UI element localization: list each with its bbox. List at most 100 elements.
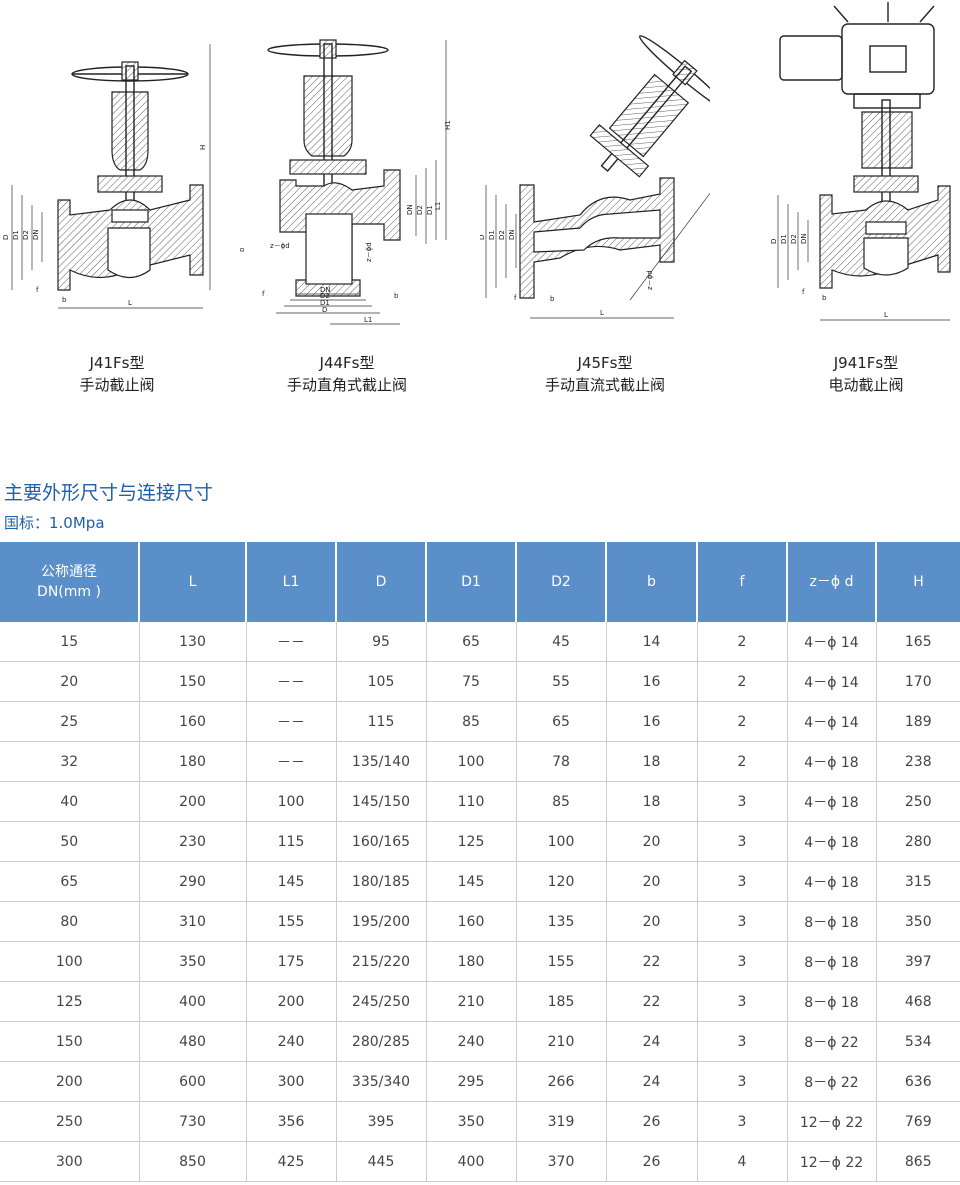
table-cell: 75 <box>426 661 517 702</box>
table-cell: －－ <box>246 701 337 742</box>
table-cell: 65 <box>516 701 607 742</box>
table-cell: 18 <box>606 781 698 822</box>
table-cell: 24 <box>606 1021 698 1062</box>
table-cell: 480 <box>139 1021 247 1062</box>
table-cell: 110 <box>426 781 517 822</box>
svg-text:DN: DN <box>406 204 414 215</box>
svg-text:b: b <box>394 292 399 300</box>
table-cell: 4－ϕ 18 <box>787 741 877 782</box>
table-cell: 2 <box>697 661 788 702</box>
table-cell: 3 <box>697 901 788 942</box>
table-cell: 180/185 <box>336 861 427 902</box>
table-cell: 8－ϕ 22 <box>787 1021 877 1062</box>
table-cell: 395 <box>336 1101 427 1142</box>
table-cell: 125 <box>426 821 517 862</box>
table-cell: 245/250 <box>336 981 427 1022</box>
table-cell: 12－ϕ 22 <box>787 1141 877 1182</box>
svg-text:H: H <box>199 145 207 150</box>
table-cell: 100 <box>0 941 140 982</box>
svg-text:D: D <box>480 235 486 240</box>
valve-name: 手动直流式截止阀 <box>544 376 665 394</box>
table-cell: 445 <box>336 1141 427 1182</box>
table-cell: 8－ϕ 18 <box>787 941 877 982</box>
table-cell: 4－ϕ 18 <box>787 861 877 902</box>
svg-text:DN: DN <box>32 229 40 240</box>
table-cell: 135 <box>516 901 607 942</box>
table-cell: 115 <box>246 821 337 862</box>
svg-text:L: L <box>128 299 132 307</box>
svg-text:D2: D2 <box>790 234 798 244</box>
table-cell: 4－ϕ 14 <box>787 622 877 662</box>
table-cell: 26 <box>606 1141 698 1182</box>
table-cell: 8－ϕ 18 <box>787 981 877 1022</box>
table-cell: 636 <box>876 1061 960 1102</box>
table-cell: 26 <box>606 1101 698 1142</box>
table-cell: 2 <box>697 741 788 782</box>
table-cell: 4－ϕ 18 <box>787 821 877 862</box>
table-cell: 730 <box>139 1101 247 1142</box>
table-cell: 210 <box>516 1021 607 1062</box>
table-cell: 319 <box>516 1101 607 1142</box>
table-cell: 4－ϕ 18 <box>787 781 877 822</box>
column-header: L1 <box>246 542 337 622</box>
table-cell: 230 <box>139 821 247 862</box>
table-cell: 55 <box>516 661 607 702</box>
svg-text:L: L <box>600 309 604 317</box>
table-cell: 425 <box>246 1141 337 1182</box>
table-cell: 2 <box>697 622 788 662</box>
table-cell: 4－ϕ 14 <box>787 701 877 742</box>
table-cell: 2 <box>697 701 788 742</box>
table-cell: 200 <box>139 781 247 822</box>
svg-text:b: b <box>550 295 555 303</box>
table-cell: 3 <box>697 861 788 902</box>
table-cell: 266 <box>516 1061 607 1102</box>
svg-text:z－ϕd: z－ϕd <box>365 242 373 262</box>
table-cell: 400 <box>426 1141 517 1182</box>
svg-text:DN: DN <box>508 229 516 240</box>
svg-text:z－ϕd: z－ϕd <box>270 242 290 250</box>
svg-text:D: D <box>322 306 327 314</box>
table-cell: 370 <box>516 1141 607 1182</box>
table-cell: 280 <box>876 821 960 862</box>
table-cell: 250 <box>0 1101 140 1142</box>
table-cell: －－ <box>246 622 337 662</box>
table-cell: 155 <box>246 901 337 942</box>
table-cell: 850 <box>139 1141 247 1182</box>
table-cell: 20 <box>606 901 698 942</box>
table-cell: －－ <box>246 741 337 782</box>
table-cell: 3 <box>697 1061 788 1102</box>
svg-text:f: f <box>802 288 805 296</box>
table-cell: 210 <box>426 981 517 1022</box>
svg-text:D2: D2 <box>498 230 506 240</box>
table-cell: 195/200 <box>336 901 427 942</box>
table-cell: 400 <box>139 981 247 1022</box>
table-cell: 3 <box>697 1021 788 1062</box>
table-cell: 238 <box>876 741 960 782</box>
svg-text:D2: D2 <box>416 205 424 215</box>
table-cell: 50 <box>0 821 140 862</box>
svg-text:H1: H1 <box>444 120 452 130</box>
table-cell: 189 <box>876 701 960 742</box>
caption-j41fs: J41Fs型 手动截止阀 <box>0 352 237 396</box>
table-cell: 22 <box>606 941 698 982</box>
svg-text:b: b <box>822 294 827 302</box>
table-cell: 65 <box>0 861 140 902</box>
table-cell: 290 <box>139 861 247 902</box>
table-cell: 240 <box>426 1021 517 1062</box>
valve-name: 手动截止阀 <box>79 376 155 394</box>
table-cell: 160 <box>139 701 247 742</box>
table-cell: 200 <box>246 981 337 1022</box>
table-cell: 150 <box>139 661 247 702</box>
svg-text:b: b <box>62 296 67 304</box>
svg-text:f: f <box>36 286 39 294</box>
table-cell: 135/140 <box>336 741 427 782</box>
